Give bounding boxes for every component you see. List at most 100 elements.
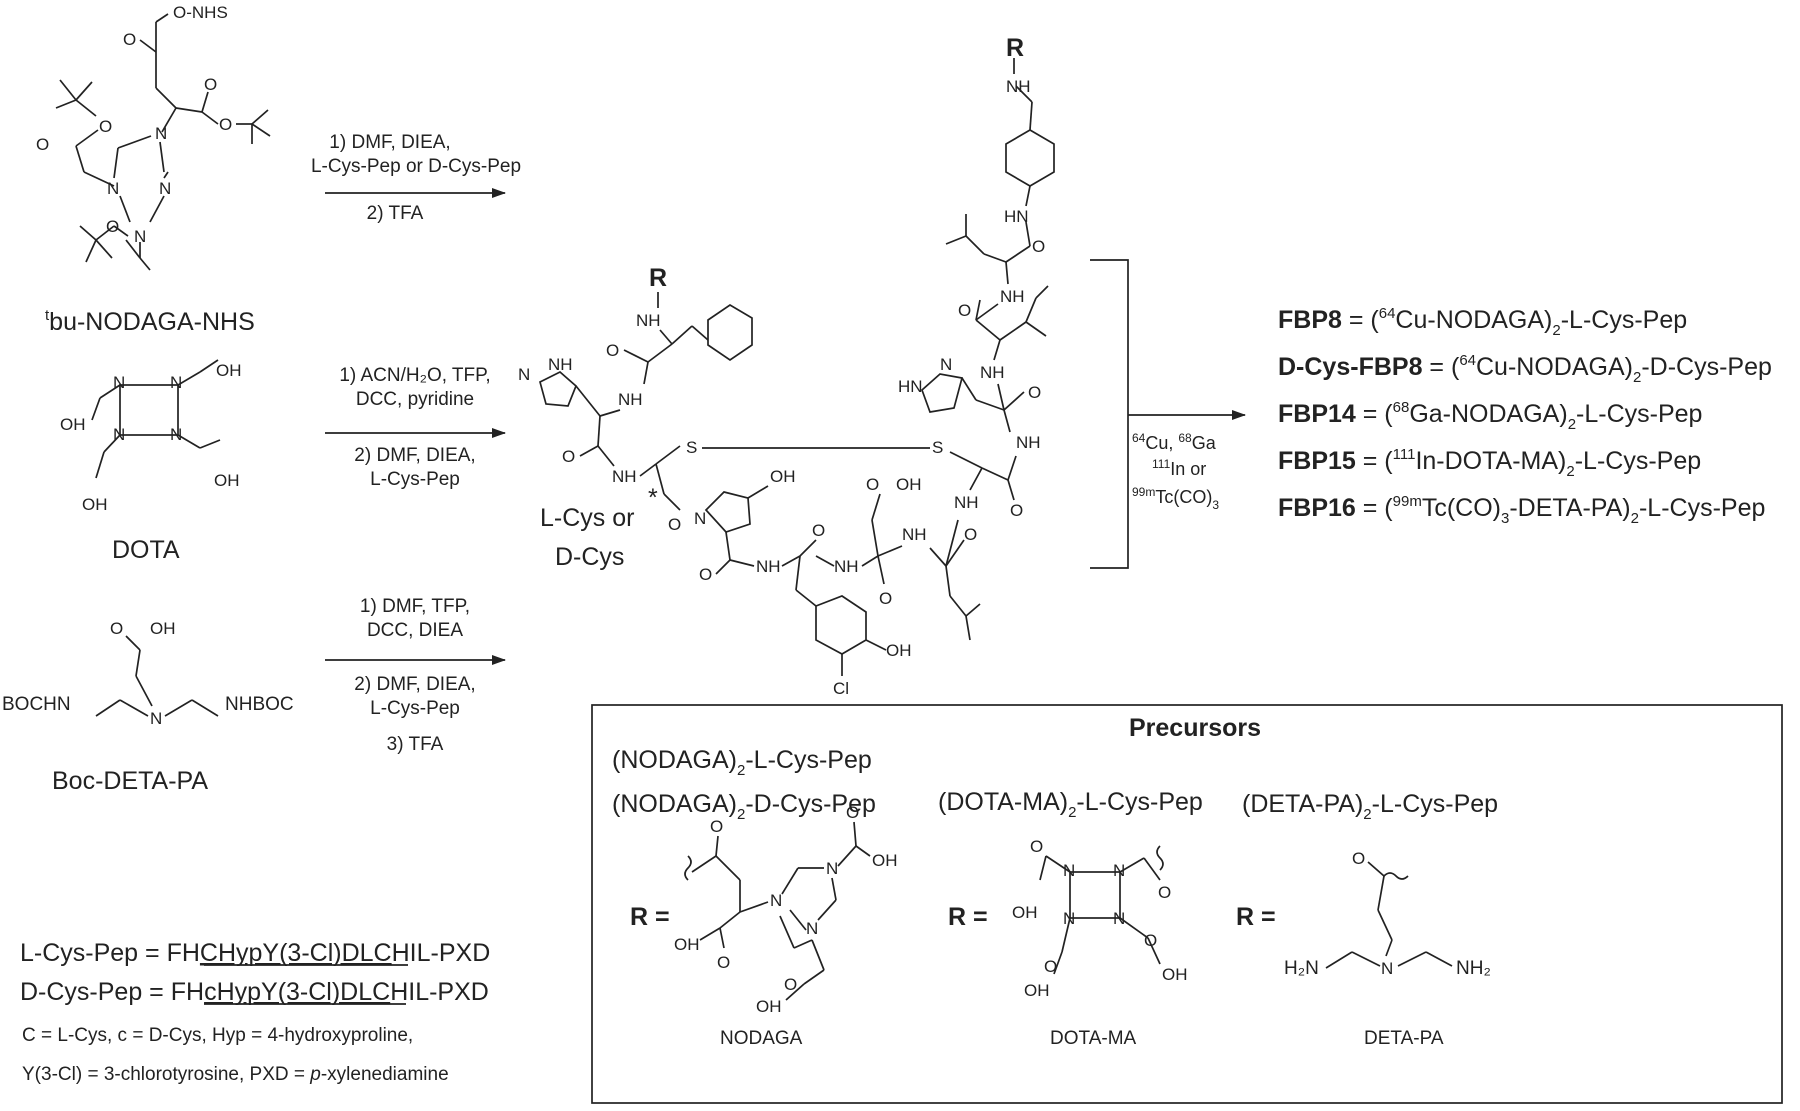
svg-text:O: O [866, 475, 879, 494]
svg-text:N: N [159, 179, 171, 198]
nodaga-label: NODAGA [720, 1028, 803, 1049]
route2-conditions: 1) ACN/H₂O, TFP, DCC, pyridine 2) DMF, D… [325, 365, 506, 490]
svg-text:O: O [562, 447, 575, 466]
svg-text:1) DMF, DIEA,: 1) DMF, DIEA, [329, 132, 450, 153]
radiolabel-line1: 64Cu, 68Ga [1132, 431, 1217, 453]
svg-text:OH: OH [150, 619, 176, 638]
product-fbp15: FBP15 = (111In-DOTA-MA)2-L-Cys-Pep [1278, 446, 1701, 480]
svg-text:O: O [699, 565, 712, 584]
svg-text:N: N [770, 891, 782, 910]
sequence-legend: L-Cys-Pep = FHCHypY(3-Cl)DLCHIL-PXD D-Cy… [20, 939, 490, 1085]
svg-text:HN: HN [898, 377, 923, 396]
svg-text:O: O [219, 115, 232, 134]
l-cys-pep-definition: L-Cys-Pep = FHCHypY(3-Cl)DLCHIL-PXD [20, 939, 490, 967]
stereo-star: * [648, 484, 658, 512]
svg-text:N: N [107, 179, 119, 198]
svg-text:O: O [710, 817, 723, 836]
tbu-nodaga-nhs-structure: O-NHS O O O N N N N O O [36, 3, 271, 336]
svg-text:HN: HN [1004, 207, 1029, 226]
r-equals-dota-ma: R = [948, 903, 988, 931]
svg-text:2) TFA: 2) TFA [367, 203, 424, 224]
svg-text:O: O [99, 117, 112, 136]
stereo-label-d: D-Cys [555, 543, 624, 571]
svg-text:L-Cys-Pep: L-Cys-Pep [370, 469, 460, 490]
bochn-label: BOCHN [2, 694, 71, 715]
precursor-nodaga-l: (NODAGA)2-L-Cys-Pep [612, 746, 872, 779]
svg-text:O: O [812, 521, 825, 540]
svg-text:NH: NH [1006, 77, 1031, 96]
svg-text:2) DMF, DIEA,: 2) DMF, DIEA, [354, 674, 475, 695]
svg-text:O: O [110, 619, 123, 638]
svg-text:NH: NH [612, 467, 637, 486]
peptide-r-left: R [649, 264, 667, 292]
svg-text:OH: OH [896, 475, 922, 494]
svg-text:N: N [134, 227, 146, 246]
svg-text:N: N [518, 365, 530, 384]
product-fbp16: FBP16 = (99mTc(CO)3-DETA-PA)2-L-Cys-Pep [1278, 493, 1765, 527]
svg-text:O: O [606, 341, 619, 360]
svg-text:NH: NH [618, 390, 643, 409]
route1-conditions: 1) DMF, DIEA, L-Cys-Pep or D-Cys-Pep 2) … [311, 132, 521, 224]
svg-text:OH: OH [886, 641, 912, 660]
svg-text:O: O [204, 75, 217, 94]
dota-structure: N N N N OH OH OH OH DOTA [60, 359, 242, 564]
svg-text:N: N [155, 124, 167, 143]
svg-text:L-Cys-Pep or D-Cys-Pep: L-Cys-Pep or D-Cys-Pep [311, 156, 521, 177]
radiolabel-line3: 99mTc(CO)3 [1132, 485, 1219, 512]
boc-deta-pa-label: Boc-DETA-PA [52, 767, 208, 795]
svg-text:N: N [1381, 959, 1393, 978]
svg-text:N: N [1113, 861, 1125, 880]
deta-pa-label: DETA-PA [1364, 1028, 1444, 1049]
svg-text:NH: NH [980, 363, 1005, 382]
svg-text:NH: NH [954, 493, 979, 512]
svg-text:Cl: Cl [833, 679, 849, 698]
boc-deta-pa-structure: O OH N BOCHN NHBOC Boc-DETA-PA [2, 619, 294, 795]
svg-text:NH: NH [1016, 433, 1041, 452]
svg-text:NH: NH [636, 311, 661, 330]
svg-text:N: N [826, 859, 838, 878]
nh2-label: NH₂ [1456, 958, 1491, 979]
svg-text:N: N [150, 709, 162, 728]
svg-text:O: O [668, 515, 681, 534]
svg-text:O: O [1158, 883, 1171, 902]
svg-text:O: O [879, 589, 892, 608]
nodaga-structure: O O OH N N O OH N O [674, 803, 898, 1049]
tbu-nodaga-nhs-label: tbu-NODAGA-NHS [45, 307, 255, 336]
svg-text:NH: NH [1000, 287, 1025, 306]
peptide-r-right: R [1006, 34, 1024, 62]
svg-text:O: O [1028, 383, 1041, 402]
svg-text:O: O [36, 135, 49, 154]
r-equals-nodaga: R = [630, 903, 670, 931]
svg-text:N: N [940, 355, 952, 374]
svg-text:NH: NH [548, 355, 573, 374]
svg-text:O: O [1144, 931, 1157, 950]
svg-text:N: N [1113, 909, 1125, 928]
svg-text:N: N [806, 919, 818, 938]
svg-text:2) DMF, DIEA,: 2) DMF, DIEA, [354, 445, 475, 466]
svg-text:O: O [964, 525, 977, 544]
svg-text:S: S [932, 438, 943, 457]
precursors-box: Precursors (NODAGA)2-L-Cys-Pep (NODAGA)2… [591, 704, 1783, 1104]
dota-label: DOTA [112, 536, 180, 564]
svg-text:O: O [1352, 849, 1365, 868]
route3-conditions: 1) DMF, TFP, DCC, DIEA 2) DMF, DIEA, L-C… [325, 596, 506, 755]
svg-text:O: O [1010, 501, 1023, 520]
dota-ma-label: DOTA-MA [1050, 1028, 1137, 1049]
svg-text:OH: OH [756, 997, 782, 1016]
svg-text:N: N [170, 425, 182, 444]
svg-text:O: O [1030, 837, 1043, 856]
legend-note-1: C = L-Cys, c = D-Cys, Hyp = 4-hydroxypro… [22, 1025, 413, 1046]
o-atom: O [123, 30, 136, 49]
legend-note-2: Y(3-Cl) = 3-chlorotyrosine, PXD = p-xyle… [22, 1064, 449, 1085]
svg-text:S: S [686, 438, 697, 457]
svg-text:L-Cys-Pep: L-Cys-Pep [370, 698, 460, 719]
stereo-label-l: L-Cys or [540, 504, 634, 532]
svg-text:N: N [694, 509, 706, 528]
product-fbp14: FBP14 = (68Ga-NODAGA)2-L-Cys-Pep [1278, 399, 1702, 433]
svg-text:O: O [717, 953, 730, 972]
precursor-dota-ma: (DOTA-MA)2-L-Cys-Pep [938, 788, 1203, 821]
o-nhs-group: O-NHS [173, 3, 228, 22]
precursor-nodaga-d: (NODAGA)2-D-Cys-Pep [612, 790, 876, 823]
